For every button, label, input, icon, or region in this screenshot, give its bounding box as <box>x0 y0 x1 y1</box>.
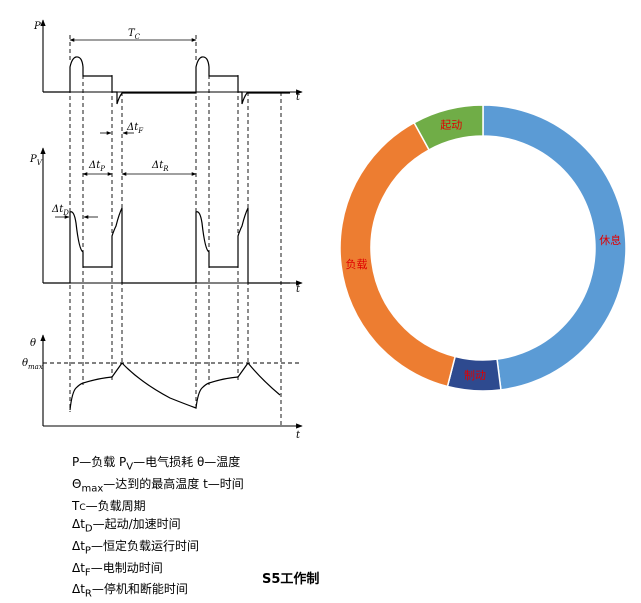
legend-row: P—负载 PV—电气损耗 θ—温度 <box>72 454 332 476</box>
temp-t-label: t <box>296 430 301 441</box>
donut-segment-0 <box>482 104 627 391</box>
dp-label: ΔtP <box>88 160 105 173</box>
donut-segment-2 <box>339 121 457 388</box>
donut-segment-3 <box>413 104 484 151</box>
legend-text: Δt <box>72 538 85 553</box>
temp-graph: θ θmax t <box>22 334 303 441</box>
legend-text: Δt <box>72 517 85 531</box>
donut-segment-label: 休息 <box>599 233 621 247</box>
legend-row: ΔtP—恒定负载运行时间 <box>72 538 332 560</box>
legend-text: —电制动时间 <box>90 560 163 575</box>
donut-segment-label: 负载 <box>346 257 368 271</box>
legend-row: TC—负载周期 <box>72 498 332 516</box>
temp-waveform <box>69 362 281 411</box>
legend-text: Δt <box>72 560 85 575</box>
theta-max-label: θmax <box>22 358 43 371</box>
legend-text: —达到的最高温度 t—时间 <box>103 476 244 491</box>
legend-sub: P <box>84 545 91 557</box>
legend-sub: max <box>81 483 104 495</box>
dashed-guides <box>69 32 282 426</box>
legend-text: P—负载 P <box>72 455 127 469</box>
loss-t-label: t <box>296 284 301 295</box>
legend-text: Δt <box>72 582 85 597</box>
legend: P—负载 PV—电气损耗 θ—温度 Θmax—达到的最高温度 t—时间 TC—负… <box>72 454 332 603</box>
figure-caption: S5工作制 <box>262 572 320 587</box>
loss-waveform <box>43 207 290 284</box>
donut-segment-label: 起动 <box>440 119 462 132</box>
legend-sub: F <box>84 566 91 578</box>
legend-row: ΔtF—电制动时间 <box>72 560 332 582</box>
legend-row: Θmax—达到的最高温度 t—时间 <box>72 476 332 498</box>
loss-graph: PV t <box>29 147 303 295</box>
load-axis-label: P <box>33 21 41 32</box>
legend-row: ΔtR—停机和断能时间 <box>72 581 332 603</box>
legend-text: —恒定负载运行时间 <box>90 538 199 553</box>
legend-sub: R <box>84 588 92 600</box>
legend-text: —电气损耗 θ—温度 <box>133 455 241 469</box>
donut-segment-label: 制动 <box>464 369 486 382</box>
legend-text: —负载周期 <box>85 498 146 513</box>
load-t-label: t <box>296 92 301 103</box>
legend-text: —起动/加速时间 <box>92 517 181 531</box>
dimension-markers: TC ΔtF ΔtP ΔtR ΔtD <box>51 28 197 219</box>
loss-axis-label: PV <box>29 154 43 167</box>
load-waveform <box>43 56 290 105</box>
legend-text: —停机和断能时间 <box>91 582 188 597</box>
dr-label: ΔtR <box>151 160 169 173</box>
legend-sub: V <box>126 461 134 473</box>
legend-text: T <box>72 498 80 513</box>
dd-label: ΔtD <box>51 204 69 217</box>
legend-text: Θ <box>72 476 82 491</box>
load-graph: P t <box>33 19 303 105</box>
df-label: ΔtF <box>126 122 144 135</box>
tc-label: TC <box>128 28 141 41</box>
legend-row: ΔtD—起动/加速时间 <box>72 516 332 538</box>
legend-sub: C <box>79 502 86 513</box>
temp-axis-label: θ <box>30 338 36 349</box>
legend-sub: D <box>84 523 93 535</box>
